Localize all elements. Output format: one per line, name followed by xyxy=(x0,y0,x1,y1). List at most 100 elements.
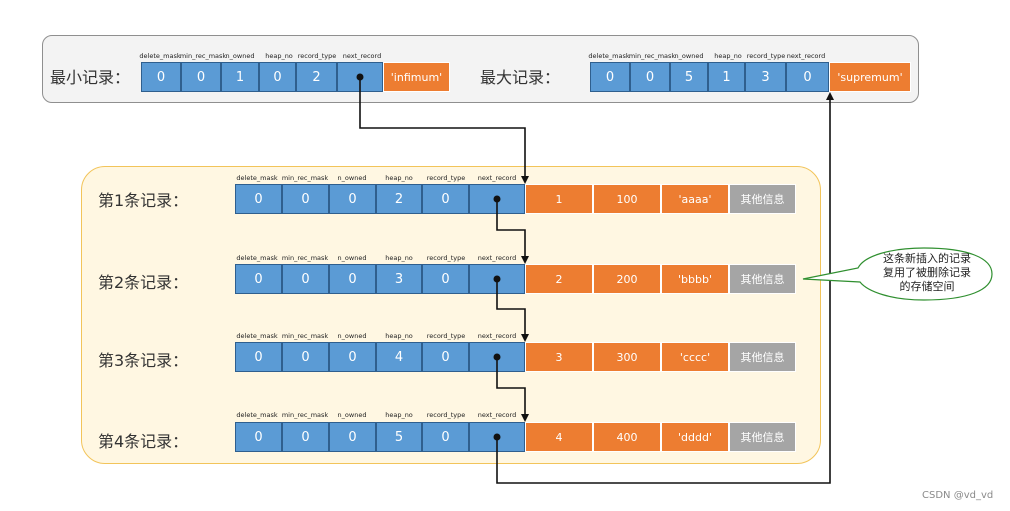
record-4-cell-heap-no: 5 xyxy=(376,422,422,452)
user-records-panel xyxy=(81,166,821,464)
record-1-cell-n-owned: 0 xyxy=(329,184,376,214)
record-1-cell-value: 100 xyxy=(593,184,661,214)
record-1-header-delete-mask: delete_mask xyxy=(236,174,278,182)
record-3-cell-record-type: 0 xyxy=(422,342,469,372)
callout-bubble xyxy=(802,247,993,301)
record-4-cell-delete-mask: 0 xyxy=(235,422,282,452)
record-1-cell-id: 1 xyxy=(525,184,593,214)
supremum-label: 最大记录： xyxy=(480,68,561,87)
infimum-header-heap-no: heap_no xyxy=(265,52,293,60)
watermark: CSDN @vd_vd xyxy=(922,490,994,501)
infimum-header-record-type: record_type xyxy=(297,52,337,60)
record-4-pointer-dot xyxy=(493,433,501,441)
record-3-header-next-record: next_record xyxy=(477,332,517,340)
record-4-cell-other-info: 其他信息 xyxy=(729,422,796,452)
pointer-record-1-to-record-2 xyxy=(496,199,529,264)
record-1-cell-delete-mask: 0 xyxy=(235,184,282,214)
record-4-header-min-rec-mask: min_rec_mask xyxy=(281,411,329,419)
record-3-cell-text: 'cccc' xyxy=(661,342,729,372)
infimum-pointer-dot xyxy=(356,73,364,81)
supremum-header-min-rec-mask: min_rec_mask xyxy=(628,52,676,60)
record-4-cell-record-type: 0 xyxy=(422,422,469,452)
record-3-header-n-owned: n_owned xyxy=(337,332,367,340)
supremum-cell-n-owned: 5 xyxy=(670,62,708,92)
supremum-header-record-type: record_type xyxy=(746,52,786,60)
callout-line-3: 的存储空间 xyxy=(899,280,955,293)
supremum-cell-heap-no: 1 xyxy=(708,62,745,92)
infimum-header-min-rec-mask: min_rec_mask xyxy=(179,52,227,60)
record-2-cell-record-type: 0 xyxy=(422,264,469,294)
record-1-cell-text: 'aaaa' xyxy=(661,184,729,214)
record-4-cell-n-owned: 0 xyxy=(329,422,376,452)
record-4-cell-id: 4 xyxy=(525,422,593,452)
record-3-cell-n-owned: 0 xyxy=(329,342,376,372)
record-3-cell-heap-no: 4 xyxy=(376,342,422,372)
supremum-cell-next-record: 0 xyxy=(786,62,829,92)
infimum-label: 最小记录： xyxy=(50,68,131,87)
infimum-cell-heap-no: 0 xyxy=(259,62,296,92)
record-4-cell-value: 400 xyxy=(593,422,661,452)
supremum-name-cell: 'supremum' xyxy=(829,62,911,92)
supremum-header-heap-no: heap_no xyxy=(714,52,742,60)
record-3-header-record-type: record_type xyxy=(426,332,466,340)
record-4-header-record-type: record_type xyxy=(426,411,466,419)
record-3-cell-min-rec-mask: 0 xyxy=(282,342,329,372)
record-2-cell-delete-mask: 0 xyxy=(235,264,282,294)
record-1-cell-min-rec-mask: 0 xyxy=(282,184,329,214)
record-2-cell-heap-no: 3 xyxy=(376,264,422,294)
supremum-cell-min-rec-mask: 0 xyxy=(630,62,670,92)
record-2-cell-other-info: 其他信息 xyxy=(729,264,796,294)
record-4-header-heap-no: heap_no xyxy=(385,411,413,419)
record-2-label: 第2条记录： xyxy=(98,273,189,292)
record-1-header-next-record: next_record xyxy=(477,174,517,182)
record-4-label: 第4条记录： xyxy=(98,432,189,451)
record-4-header-n-owned: n_owned xyxy=(337,411,367,419)
record-1-label: 第1条记录： xyxy=(98,191,189,210)
record-1-header-min-rec-mask: min_rec_mask xyxy=(281,174,329,182)
infimum-header-next-record: next_record xyxy=(342,52,382,60)
record-4-header-delete-mask: delete_mask xyxy=(236,411,278,419)
record-1-cell-record-type: 0 xyxy=(422,184,469,214)
record-2-header-min-rec-mask: min_rec_mask xyxy=(281,254,329,262)
infimum-cell-n-owned: 1 xyxy=(221,62,259,92)
supremum-cell-record-type: 3 xyxy=(745,62,786,92)
record-2-pointer-dot xyxy=(493,275,501,283)
record-1-header-n-owned: n_owned xyxy=(337,174,367,182)
record-3-cell-other-info: 其他信息 xyxy=(729,342,796,372)
infimum-name-cell: 'infimum' xyxy=(383,62,450,92)
callout-line-1: 这条新插入的记录 xyxy=(883,252,971,265)
record-2-cell-text: 'bbbb' xyxy=(661,264,729,294)
record-2-cell-min-rec-mask: 0 xyxy=(282,264,329,294)
infimum-cell-min-rec-mask: 0 xyxy=(181,62,221,92)
record-2-header-n-owned: n_owned xyxy=(337,254,367,262)
record-1-pointer-dot xyxy=(493,195,501,203)
record-2-cell-n-owned: 0 xyxy=(329,264,376,294)
record-3-pointer-dot xyxy=(493,353,501,361)
pointer-record-4-to-supremum xyxy=(496,92,834,484)
pointer-record-3-to-record-4 xyxy=(496,357,529,422)
record-1-cell-heap-no: 2 xyxy=(376,184,422,214)
pointer-record-2-to-record-3 xyxy=(496,279,529,342)
pointer-infimum-to-record-1 xyxy=(359,77,529,184)
record-3-cell-id: 3 xyxy=(525,342,593,372)
record-1-header-record-type: record_type xyxy=(426,174,466,182)
record-2-header-delete-mask: delete_mask xyxy=(236,254,278,262)
infimum-cell-delete-mask: 0 xyxy=(141,62,181,92)
supremum-cell-delete-mask: 0 xyxy=(590,62,630,92)
infimum-header-n-owned: n_owned xyxy=(225,52,255,60)
record-1-cell-other-info: 其他信息 xyxy=(729,184,796,214)
callout-text: 这条新插入的记录 复用了被删除记录 的存储空间 xyxy=(872,252,982,294)
infimum-header-delete-mask: delete_mask xyxy=(139,52,181,60)
record-3-header-delete-mask: delete_mask xyxy=(236,332,278,340)
record-2-header-next-record: next_record xyxy=(477,254,517,262)
record-3-header-min-rec-mask: min_rec_mask xyxy=(281,332,329,340)
supremum-header-delete-mask: delete_mask xyxy=(588,52,630,60)
record-4-cell-text: 'dddd' xyxy=(661,422,729,452)
record-2-header-record-type: record_type xyxy=(426,254,466,262)
record-3-header-heap-no: heap_no xyxy=(385,332,413,340)
supremum-header-n-owned: n_owned xyxy=(674,52,704,60)
record-2-cell-id: 2 xyxy=(525,264,593,294)
record-2-cell-value: 200 xyxy=(593,264,661,294)
record-4-cell-min-rec-mask: 0 xyxy=(282,422,329,452)
